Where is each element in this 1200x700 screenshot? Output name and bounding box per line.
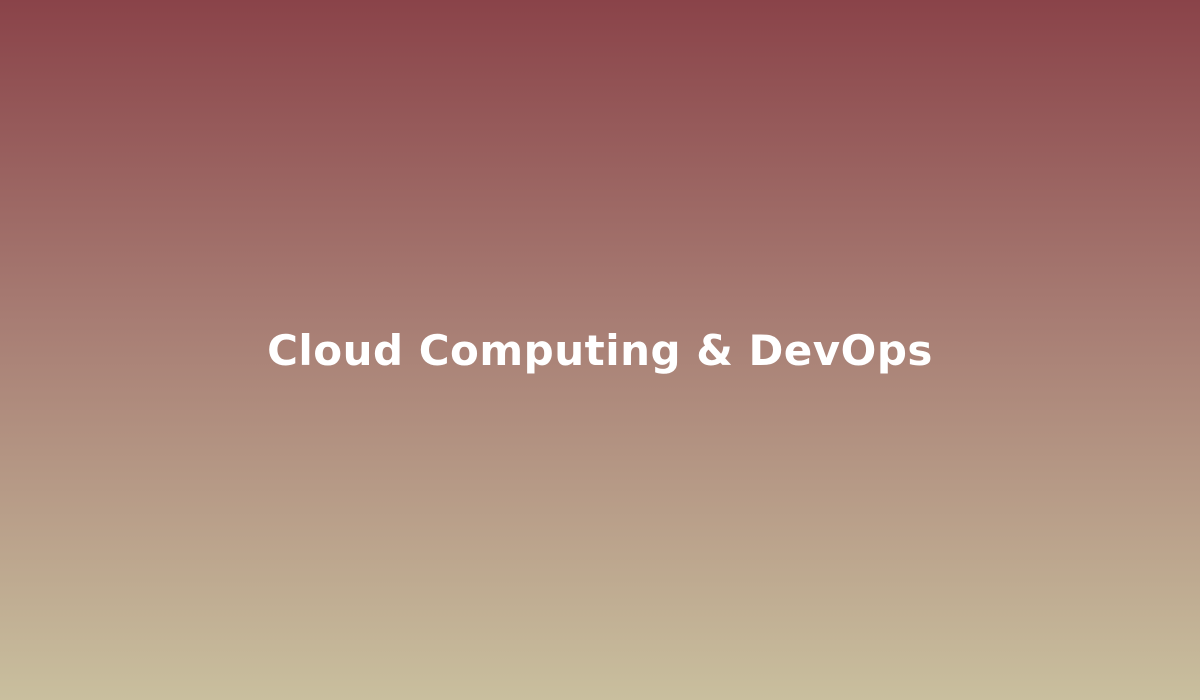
banner-title: Cloud Computing & DevOps — [267, 325, 933, 375]
